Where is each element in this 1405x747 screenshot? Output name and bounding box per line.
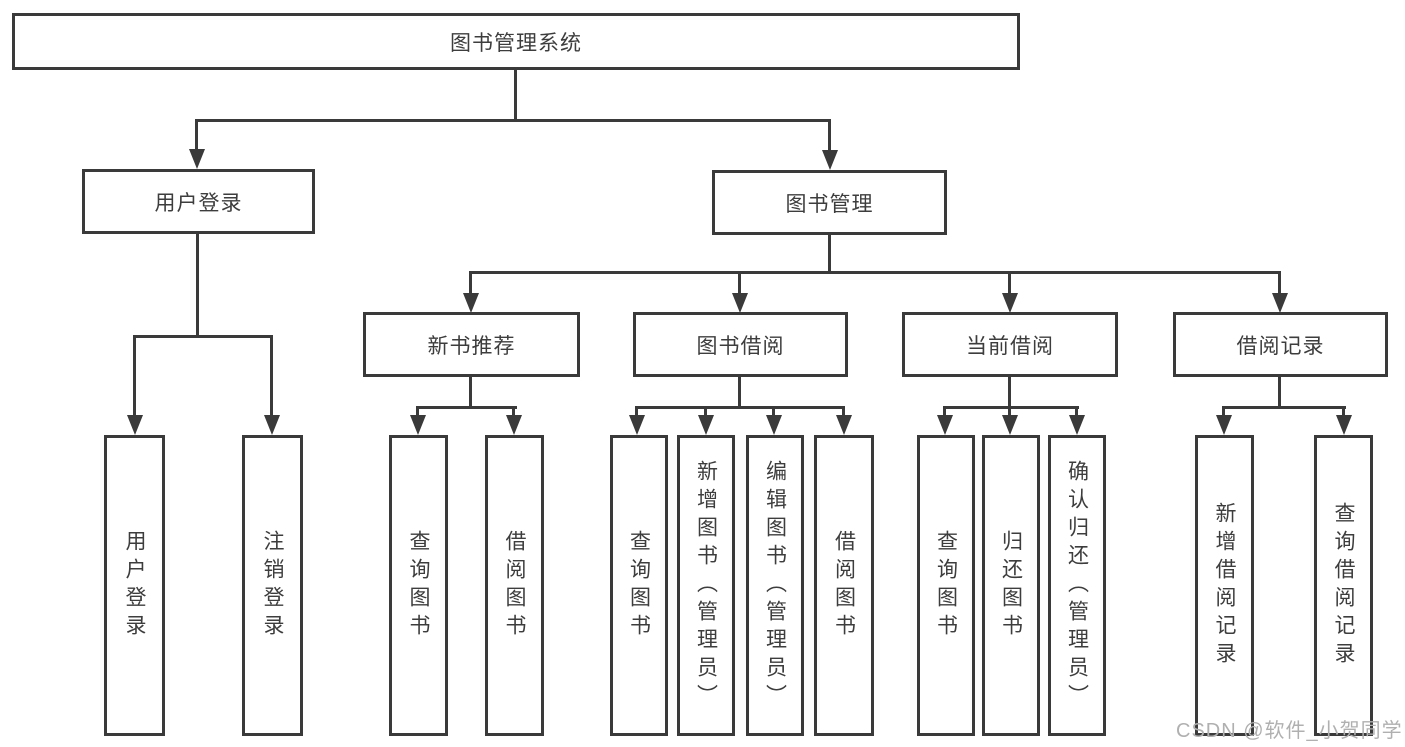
connector-newbook-stem bbox=[469, 375, 472, 409]
arrowhead-to-new-book-icon bbox=[463, 293, 479, 313]
node-book-borrow-label: 图书借阅 bbox=[696, 334, 785, 358]
connector-borrow-branch bbox=[635, 406, 845, 409]
leaf-logout: 注销登录 bbox=[242, 435, 303, 736]
leaf-newbook-query-label: 查询图书 bbox=[407, 529, 430, 642]
leaf-newbook-borrow: 借阅图书 bbox=[485, 435, 544, 736]
leaf-borrow-query-label: 查询图书 bbox=[627, 529, 651, 642]
arrowhead-to-borrow-add-icon bbox=[698, 415, 714, 435]
node-user-login-label: 用户登录 bbox=[154, 191, 243, 215]
connector-root-branch bbox=[195, 119, 831, 122]
csdn-watermark: CSDN @软件_小贺同学 bbox=[1176, 720, 1403, 742]
connector-current-stem bbox=[1008, 375, 1011, 409]
connector-to-leaf-user-login bbox=[133, 335, 136, 417]
arrowhead-to-book-borrow-icon bbox=[732, 293, 748, 313]
arrowhead-to-user-login-icon bbox=[189, 149, 205, 169]
node-borrow-records-label: 借阅记录 bbox=[1236, 334, 1325, 358]
connector-records-stem bbox=[1278, 375, 1281, 409]
leaf-records-add: 新增借阅记录 bbox=[1195, 435, 1254, 736]
connector-mgmt-branch bbox=[469, 271, 1281, 274]
arrowhead-to-borrow-records-icon bbox=[1272, 293, 1288, 313]
leaf-borrow-edit-admin: 编辑图书（管理员） bbox=[746, 435, 804, 736]
connector-to-borrow-add bbox=[704, 406, 707, 418]
arrowhead-to-leaf-logout-icon bbox=[264, 415, 280, 435]
leaf-current-return-label: 归还图书 bbox=[999, 529, 1023, 642]
leaf-borrow-edit-admin-label: 编辑图书（管理员） bbox=[763, 459, 787, 712]
arrowhead-to-records-query-icon bbox=[1336, 415, 1352, 435]
connector-to-current-query bbox=[943, 406, 946, 418]
arrowhead-to-current-borrow-icon bbox=[1002, 293, 1018, 313]
connector-borrow-stem bbox=[738, 375, 741, 409]
leaf-user-login: 用户登录 bbox=[104, 435, 165, 736]
arrowhead-to-borrow-query-icon bbox=[629, 415, 645, 435]
leaf-borrow-book: 借阅图书 bbox=[814, 435, 874, 736]
leaf-records-query: 查询借阅记录 bbox=[1314, 435, 1373, 736]
connector-to-records-query bbox=[1342, 406, 1345, 418]
node-new-book-recommend-label: 新书推荐 bbox=[427, 334, 516, 358]
leaf-current-confirm-admin-label: 确认归还（管理员） bbox=[1065, 459, 1089, 712]
arrowhead-to-book-management-icon bbox=[822, 150, 838, 170]
connector-to-book-borrow bbox=[738, 271, 741, 295]
node-current-borrow: 当前借阅 bbox=[902, 312, 1118, 377]
connector-to-borrow-query bbox=[635, 406, 638, 418]
leaf-borrow-add-admin-label: 新增图书（管理员） bbox=[694, 459, 718, 712]
connector-to-borrow-records bbox=[1278, 271, 1281, 295]
leaf-current-confirm-admin: 确认归还（管理员） bbox=[1048, 435, 1106, 736]
node-root-label: 图书管理系统 bbox=[450, 31, 582, 55]
node-book-management-label: 图书管理 bbox=[785, 192, 874, 216]
arrowhead-to-current-query-icon bbox=[937, 415, 953, 435]
leaf-user-login-label: 用户登录 bbox=[123, 529, 146, 642]
node-user-login: 用户登录 bbox=[82, 169, 315, 234]
node-book-borrow: 图书借阅 bbox=[633, 312, 848, 377]
connector-to-newbook-borrow bbox=[512, 406, 515, 418]
arrowhead-to-records-add-icon bbox=[1216, 415, 1232, 435]
connector-to-new-book bbox=[469, 271, 472, 295]
connector-to-borrow-edit bbox=[772, 406, 775, 418]
leaf-borrow-add-admin: 新增图书（管理员） bbox=[677, 435, 735, 736]
connector-to-user-login bbox=[195, 119, 198, 151]
connector-user-stem bbox=[196, 233, 199, 338]
connector-user-branch bbox=[133, 335, 273, 338]
leaf-records-add-label: 新增借阅记录 bbox=[1213, 501, 1236, 670]
arrowhead-to-newbook-query-icon bbox=[410, 415, 426, 435]
connector-to-current-return bbox=[1008, 406, 1011, 418]
arrowhead-to-newbook-borrow-icon bbox=[506, 415, 522, 435]
arrowhead-to-borrow-edit-icon bbox=[766, 415, 782, 435]
node-borrow-records: 借阅记录 bbox=[1173, 312, 1388, 377]
connector-root-stem bbox=[514, 70, 517, 121]
connector-to-records-add bbox=[1222, 406, 1225, 418]
node-current-borrow-label: 当前借阅 bbox=[966, 334, 1054, 358]
leaf-current-query: 查询图书 bbox=[917, 435, 975, 736]
node-new-book-recommend: 新书推荐 bbox=[363, 312, 580, 377]
connector-records-branch bbox=[1222, 406, 1346, 409]
arrowhead-to-current-confirm-icon bbox=[1069, 415, 1085, 435]
leaf-records-query-label: 查询借阅记录 bbox=[1332, 501, 1355, 670]
connector-newbook-branch bbox=[416, 406, 517, 409]
leaf-borrow-query: 查询图书 bbox=[610, 435, 668, 736]
leaf-current-return: 归还图书 bbox=[982, 435, 1040, 736]
connector-mgmt-stem bbox=[828, 235, 831, 274]
leaf-current-query-label: 查询图书 bbox=[934, 529, 958, 642]
connector-to-leaf-logout bbox=[270, 335, 273, 417]
connector-to-newbook-query bbox=[416, 406, 419, 418]
arrowhead-to-borrow-book-icon bbox=[836, 415, 852, 435]
leaf-logout-label: 注销登录 bbox=[261, 529, 284, 642]
node-root: 图书管理系统 bbox=[12, 13, 1020, 70]
arrowhead-to-current-return-icon bbox=[1002, 415, 1018, 435]
connector-to-book-management bbox=[828, 119, 831, 152]
leaf-newbook-borrow-label: 借阅图书 bbox=[503, 529, 526, 642]
leaf-newbook-query: 查询图书 bbox=[389, 435, 448, 736]
connector-to-borrow-book bbox=[842, 406, 845, 418]
connector-current-branch bbox=[943, 406, 1079, 409]
arrowhead-to-leaf-user-login-icon bbox=[127, 415, 143, 435]
connector-to-current-borrow bbox=[1008, 271, 1011, 295]
node-book-management: 图书管理 bbox=[712, 170, 947, 235]
connector-to-current-confirm bbox=[1075, 406, 1078, 418]
leaf-borrow-book-label: 借阅图书 bbox=[832, 529, 856, 642]
